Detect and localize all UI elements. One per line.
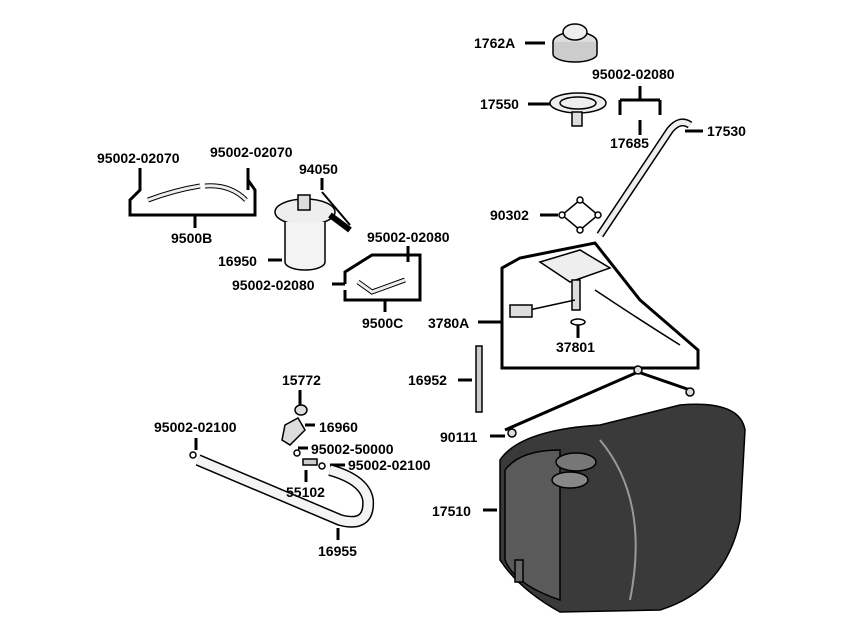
part-label-17550: 17550	[480, 96, 519, 112]
screws	[558, 196, 602, 234]
part-label-95002-50000: 95002-50000	[311, 441, 394, 457]
part-label-90111: 90111	[440, 429, 478, 445]
part-label-1762a: 1762A	[474, 35, 516, 51]
part-label-95002-02070: 95002-02070	[210, 144, 293, 160]
part-label-95002-02100: 95002-02100	[154, 419, 237, 435]
part-label-17685: 17685	[610, 135, 649, 151]
part-label-16955: 16955	[318, 543, 357, 559]
part-label-16950: 16950	[218, 253, 257, 269]
part-label-55102: 55102	[286, 484, 325, 500]
part-label-9500b: 9500B	[171, 230, 213, 246]
fuel-tank	[499, 403, 746, 613]
part-label-9500c: 9500C	[362, 315, 404, 331]
part-label-95002-02080: 95002-02080	[232, 277, 315, 293]
part-label-94050: 94050	[299, 161, 338, 177]
part-label-15772: 15772	[282, 372, 321, 388]
part-label-17510: 17510	[432, 503, 471, 519]
leader-lines	[128, 41, 703, 540]
part-label-16952: 16952	[408, 372, 447, 388]
part-label-95002-02070: 95002-02070	[97, 150, 180, 166]
part-label-95002-02100: 95002-02100	[348, 457, 431, 473]
fuel-cap	[552, 23, 598, 63]
part-label-95002-02080: 95002-02080	[592, 66, 675, 82]
part-label-37801: 37801	[556, 339, 595, 355]
fuel-sender	[509, 249, 681, 346]
elbow-fitting	[189, 404, 326, 470]
part-label-90302: 90302	[490, 207, 529, 223]
part-label-17530: 17530	[707, 123, 746, 139]
part-label-3780a: 3780A	[428, 315, 470, 331]
part-label-95002-02080: 95002-02080	[367, 229, 450, 245]
cap-gasket	[549, 92, 607, 127]
part-label-16960: 16960	[319, 419, 358, 435]
fuel-filter	[274, 191, 352, 271]
